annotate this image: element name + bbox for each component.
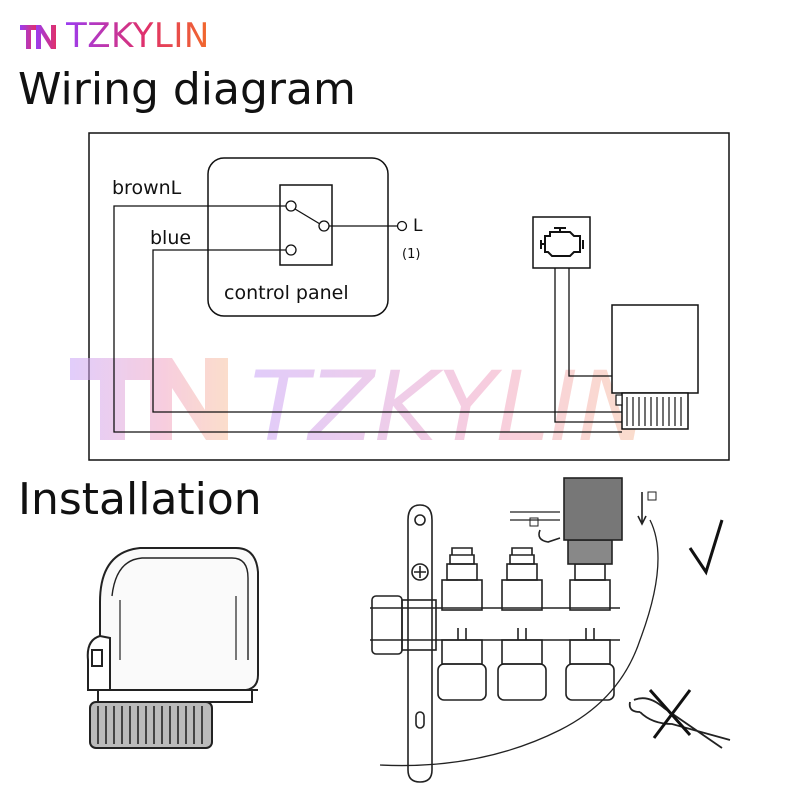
mounting-bracket xyxy=(407,504,433,783)
blue-wire xyxy=(152,249,622,413)
blue-wire-label: blue xyxy=(150,227,191,249)
switch-box xyxy=(279,184,333,266)
actuator-knurl-product xyxy=(97,706,203,744)
live-label: L xyxy=(413,216,423,236)
brand-logo-icon xyxy=(20,25,56,49)
switch-terminal-blue xyxy=(285,244,297,256)
valve-2 xyxy=(497,547,547,701)
valve-1 xyxy=(437,547,487,701)
brand-name: TZKYLIN xyxy=(66,16,210,56)
brown-wire xyxy=(113,205,622,433)
actuator-collar xyxy=(621,392,689,430)
switch-terminal-brown xyxy=(285,200,297,212)
watermark-text: TZKYLIN xyxy=(250,351,650,463)
valve-3 xyxy=(563,477,623,701)
engine-icon xyxy=(540,227,584,257)
brand-header: TZKYLIN xyxy=(18,14,210,58)
actuator-body xyxy=(611,304,699,394)
signal-wire-inner xyxy=(568,268,612,377)
pipe-curve xyxy=(379,519,659,767)
brown-wire-label: brownL xyxy=(112,177,182,199)
actuator-arrow xyxy=(538,529,561,543)
pipe-nut xyxy=(371,595,403,655)
watermark-logo-icon xyxy=(70,358,228,440)
signal-wire-outer xyxy=(554,268,622,423)
installation-title: Installation xyxy=(18,474,262,525)
indicator-box xyxy=(532,216,591,269)
actuator-product-drawing xyxy=(86,547,259,749)
watermark: TZKYLIN xyxy=(70,351,650,463)
live-terminal xyxy=(396,220,408,232)
down-arrow xyxy=(637,492,647,526)
manifold-drawing xyxy=(370,477,659,783)
control-panel-label: control panel xyxy=(224,282,349,304)
live-sub-label: (1) xyxy=(402,247,420,262)
wiring-frame xyxy=(88,132,730,461)
wiring-diagram-title: Wiring diagram xyxy=(18,64,356,115)
switch-lever xyxy=(294,208,321,225)
actuator-tab xyxy=(615,394,623,406)
actuator-knurl xyxy=(626,397,682,426)
switch-terminal-common xyxy=(318,220,330,232)
cross-icon xyxy=(648,689,692,739)
checkmark-icon xyxy=(688,519,724,576)
control-panel-box xyxy=(207,157,389,317)
